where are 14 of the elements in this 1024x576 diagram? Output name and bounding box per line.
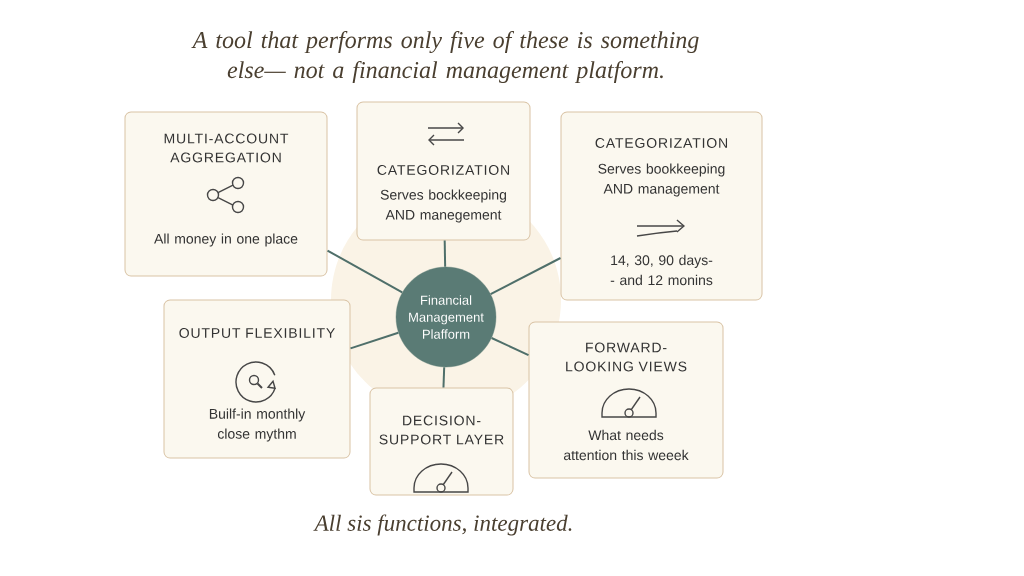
connector-line: [490, 337, 530, 357]
connector-line: [489, 257, 562, 295]
card: CATEGORIZATION Serves bookkeeping AND management 14, 30, 90 days-- and 12 monins: [560, 111, 763, 301]
card: MULTI-ACCOUNT AGGREGATION All money in one place: [124, 111, 328, 277]
connector-line: [326, 249, 404, 294]
card: FORWARD-LOOKING VIEWS What needs attention this weeek: [528, 321, 724, 479]
card: DECISION- SUPPORT LAYER: [369, 387, 514, 496]
connector-line: [349, 331, 400, 350]
connector-line: [442, 366, 446, 389]
card: OUTPUT FLEXIBILITY Builf-in monthly close mythm: [163, 299, 351, 459]
caption: All sis functions, integrated.: [313, 514, 572, 536]
title: A tool that performs only five of these is something else— not a financial management platform.: [191, 31, 699, 83]
card: CATEGORIZATION Serves bockkeeping AND manegement: [356, 101, 531, 241]
connector-line: [443, 239, 447, 268]
